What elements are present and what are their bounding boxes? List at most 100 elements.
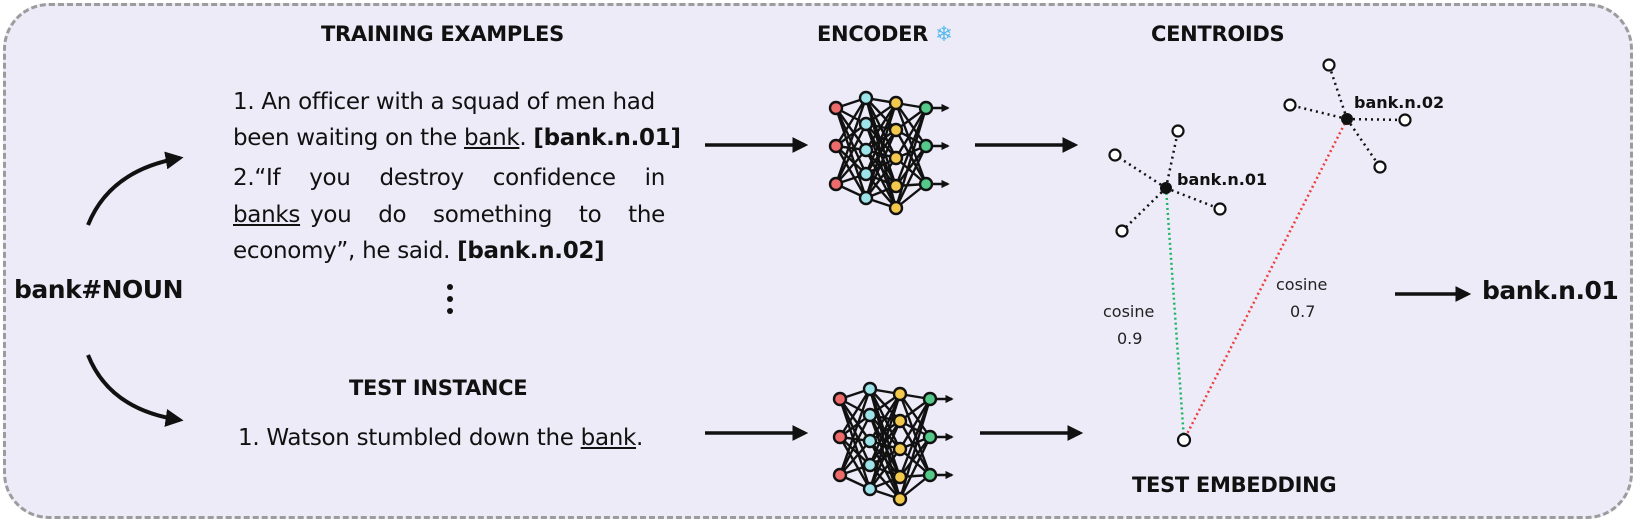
encoder-header-label: ENCODER xyxy=(817,22,929,46)
network-edge xyxy=(864,102,898,175)
network-node xyxy=(888,95,904,111)
network-edge xyxy=(865,157,897,199)
example-point xyxy=(1115,224,1129,238)
encoder-network-top xyxy=(828,90,950,216)
network-edge xyxy=(868,393,902,442)
curved-arrow-down xyxy=(86,354,184,427)
network-node xyxy=(922,391,938,407)
test-sentence-period: . xyxy=(636,425,644,451)
network-edge xyxy=(869,440,901,478)
example-2-ending: economy”, he said. xyxy=(233,238,458,264)
network-edge xyxy=(899,393,931,438)
network-edge xyxy=(864,102,898,151)
example-point xyxy=(1283,98,1297,112)
network-edge xyxy=(835,149,867,185)
sense-label-bank-n-02: [bank.n.02] xyxy=(457,238,605,264)
network-edge xyxy=(834,97,868,147)
network-edge xyxy=(834,123,868,185)
network-edge xyxy=(898,398,932,450)
network-node xyxy=(858,90,874,106)
output-sense: bank.n.01 xyxy=(1482,276,1619,305)
example-point xyxy=(1108,148,1122,162)
sense-label-bank-n-01: [bank.n.01] xyxy=(533,125,681,151)
curved-arrow-up xyxy=(86,151,184,226)
network-node xyxy=(832,391,848,407)
network-node xyxy=(888,178,904,194)
network-node xyxy=(918,138,934,154)
network-edge xyxy=(894,145,928,209)
network-node xyxy=(918,100,934,116)
network-edge xyxy=(834,97,868,185)
cosine-value-2: 0.7 xyxy=(1290,302,1315,321)
network-edge xyxy=(838,436,872,490)
encoder-header: ENCODER ❄ xyxy=(817,22,953,46)
network-node xyxy=(892,441,908,457)
input-word: bank#NOUN xyxy=(14,275,184,304)
test-sentence-text: 1. Watson stumbled down the xyxy=(238,425,581,451)
network-node xyxy=(862,481,878,497)
network-node xyxy=(888,122,904,138)
ellipsis-icon xyxy=(445,282,455,322)
encoder-network-bottom xyxy=(832,381,954,507)
network-edge xyxy=(894,107,928,209)
snowflake-icon: ❄ xyxy=(935,22,953,46)
network-node xyxy=(922,429,938,445)
network-node xyxy=(918,176,934,192)
network-node xyxy=(862,457,878,473)
example-1-period: . xyxy=(519,125,534,151)
similarity-line-green xyxy=(1164,187,1186,441)
network-edge xyxy=(898,393,932,476)
centroid-cluster-2 xyxy=(1289,64,1406,168)
example-point xyxy=(1398,113,1412,127)
network-edge xyxy=(868,420,902,490)
similarity-line-red xyxy=(1182,118,1349,441)
test-embedding-point xyxy=(1176,432,1192,448)
training-example-1-line-2: been waiting on the bank. [bank.n.01] xyxy=(233,125,681,151)
network-node xyxy=(858,190,874,206)
centroid-label-1: bank.n.01 xyxy=(1177,170,1267,189)
network-node xyxy=(922,467,938,483)
centroid-cluster-1 xyxy=(1114,130,1221,232)
network-edge xyxy=(868,393,902,466)
example-point xyxy=(1171,124,1185,138)
centroids-header: CENTROIDS xyxy=(1151,22,1285,46)
network-node xyxy=(832,467,848,483)
example-point xyxy=(1322,58,1336,72)
network-edge xyxy=(835,107,867,151)
network-edge xyxy=(894,107,928,159)
network-node xyxy=(858,166,874,182)
network-edge xyxy=(865,149,897,187)
network-node xyxy=(888,150,904,166)
network-edge xyxy=(838,388,872,438)
network-edge xyxy=(899,436,931,478)
network-edge xyxy=(895,145,927,187)
network-edge xyxy=(895,102,927,147)
cosine-label-2: cosine xyxy=(1276,275,1327,294)
training-example-2-line-3: economy”, he said. [bank.n.02] xyxy=(233,238,605,264)
network-edge xyxy=(898,398,932,500)
target-word-bank: bank xyxy=(464,125,520,151)
training-example-2-line-1: 2.“If you destroy confidence in xyxy=(233,165,665,191)
network-node xyxy=(862,407,878,423)
network-edge xyxy=(838,414,872,476)
network-edge xyxy=(834,145,868,199)
training-examples-header: TRAINING EXAMPLES xyxy=(321,22,564,46)
example-2-text: you do something to the xyxy=(310,202,665,228)
network-node xyxy=(862,381,878,397)
network-node xyxy=(858,142,874,158)
network-edge xyxy=(864,102,898,199)
network-node xyxy=(828,138,844,154)
network-edge xyxy=(839,398,871,442)
network-node xyxy=(892,491,908,507)
network-edge xyxy=(898,436,932,500)
example-point xyxy=(1213,202,1227,216)
network-node xyxy=(862,433,878,449)
target-word-banks: banks xyxy=(233,202,301,228)
cosine-value-1: 0.9 xyxy=(1117,329,1142,348)
training-example-1-line-1: 1. An officer with a squad of men had xyxy=(233,89,655,115)
example-1-text: been waiting on the xyxy=(233,125,464,151)
network-edge xyxy=(864,129,898,199)
test-target-word-bank: bank xyxy=(580,425,637,451)
cosine-label-1: cosine xyxy=(1103,302,1154,321)
network-edge xyxy=(839,440,871,476)
